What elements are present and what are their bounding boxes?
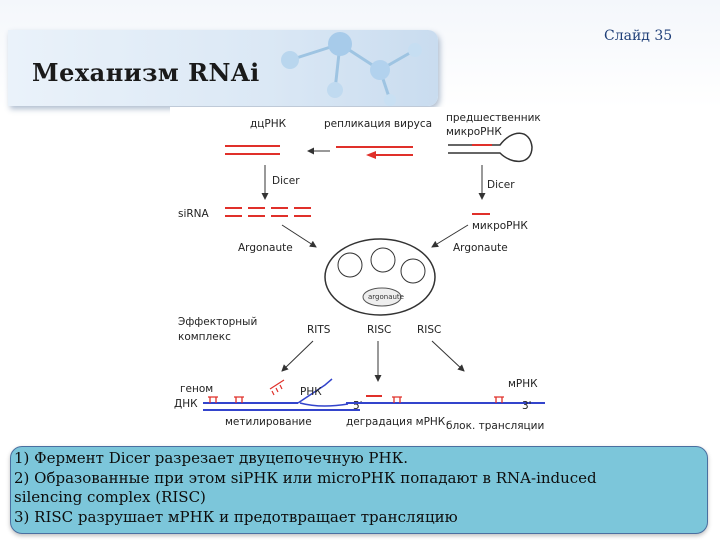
label-precursor-line1: предшественник bbox=[446, 112, 541, 124]
label-translation-block: блок. трансляции bbox=[446, 420, 544, 432]
label-dicer-left: Dicer bbox=[272, 175, 300, 187]
arrow-rits bbox=[281, 340, 314, 372]
label-ds-rna: дцРНК bbox=[250, 118, 287, 130]
label-viral-replication: репликация вируса bbox=[324, 118, 432, 130]
label-mrna-degradation: деградация мРНК bbox=[346, 416, 446, 428]
caption-line-1: 1) Фермент Dicer разрезает двуцепочечную… bbox=[14, 449, 408, 467]
label-mrna: мРНК bbox=[508, 378, 538, 390]
caption-line-2: 2) Образованные при этом siРНК или micro… bbox=[14, 468, 597, 487]
label-methylation: метилирование bbox=[225, 416, 312, 428]
rits-bound-sirna bbox=[269, 379, 285, 396]
label-argonaute-inner: argonaute bbox=[368, 293, 404, 301]
molecule-illustration bbox=[281, 32, 422, 106]
caption-text: 1) Фермент Dicer разрезает двуцепочечную… bbox=[14, 449, 694, 527]
label-effector-line1: Эффекторный bbox=[178, 316, 257, 328]
label-genome: геном bbox=[180, 383, 213, 395]
rnai-diagram-svg: дцРНК репликация вируса предшественник м… bbox=[174, 112, 545, 432]
label-argonaute-left: Argonaute bbox=[238, 242, 293, 254]
label-dna: ДНК bbox=[174, 398, 198, 410]
slide-number: Слайд 35 bbox=[604, 28, 673, 44]
label-dicer-right: Dicer bbox=[487, 179, 515, 191]
complex-argonaute bbox=[362, 287, 402, 307]
label-argonaute-right: Argonaute bbox=[453, 242, 508, 254]
arrow-risc-right bbox=[431, 340, 465, 372]
label-rna: РНК bbox=[300, 386, 322, 398]
complex-subunit-3 bbox=[400, 258, 426, 284]
rna-polymerase-transcript bbox=[299, 402, 349, 407]
caption-line-4: 3) RISC разрушает мРНК и предотвращает т… bbox=[14, 507, 458, 526]
viral-rna-arrowhead bbox=[366, 151, 376, 159]
arrow-argonaute-left bbox=[281, 224, 317, 248]
pre-mirna-hairpin bbox=[448, 132, 533, 162]
label-rits: RITS bbox=[307, 324, 331, 336]
label-precursor-line2: микроРНК bbox=[446, 126, 502, 138]
label-three-prime: 3' bbox=[522, 400, 532, 412]
rnai-diagram: дцРНК репликация вируса предшественник м… bbox=[170, 107, 550, 439]
caption-line-3: silencing complex (RISC) bbox=[14, 488, 206, 506]
methyl-marks bbox=[208, 396, 244, 403]
label-risc-center: RISC bbox=[367, 324, 391, 336]
label-five-prime: 5' bbox=[353, 400, 363, 412]
label-sirna: siRNA bbox=[178, 208, 210, 220]
label-risc-right: RISC bbox=[417, 324, 441, 336]
caption-panel bbox=[10, 446, 708, 534]
label-microrna: микроРНК bbox=[472, 220, 528, 232]
risc-bound-marks bbox=[392, 396, 504, 403]
page-title: Механизм RNAi bbox=[32, 58, 260, 87]
sirna-fragments bbox=[225, 207, 311, 217]
nascent-rna bbox=[297, 378, 333, 404]
complex-subunit-2 bbox=[370, 247, 396, 273]
label-effector-line2: комплекс bbox=[178, 331, 231, 343]
arrow-argonaute-right bbox=[431, 224, 469, 248]
title-panel bbox=[8, 30, 438, 106]
complex-subunit-1 bbox=[337, 252, 363, 278]
